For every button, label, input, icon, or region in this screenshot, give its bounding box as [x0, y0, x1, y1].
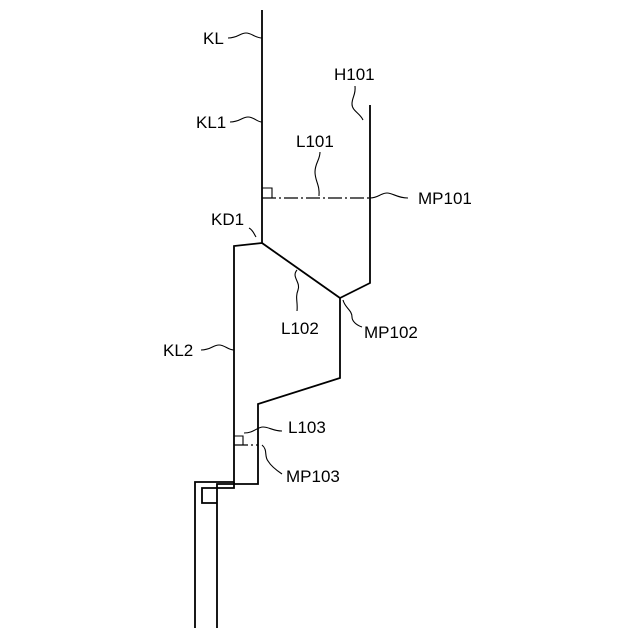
outline-mp102-to-mp103: [217, 298, 340, 628]
leader-kl1: [230, 117, 262, 122]
leader-l101: [315, 152, 320, 196]
leader-mp101: [370, 193, 408, 198]
leader-mp103: [262, 445, 282, 474]
outline-kl2-left: [195, 243, 262, 628]
outline-h101: [340, 105, 370, 298]
label-mp103: MP103: [286, 467, 340, 486]
leader-l103: [244, 427, 282, 433]
leader-kl: [228, 33, 262, 38]
label-kl1: KL1: [196, 113, 226, 132]
right-angle-mark-l101: [262, 188, 272, 198]
leader-kl2: [201, 345, 234, 350]
label-h101: H101: [334, 65, 375, 84]
leader-h101: [352, 86, 363, 120]
label-kl2: KL2: [163, 341, 193, 360]
label-kd1: KD1: [211, 210, 244, 229]
outline-inner-step: [202, 482, 234, 503]
leader-l102: [295, 270, 299, 311]
leader-kd1: [249, 228, 256, 237]
label-l101: L101: [296, 132, 334, 151]
leader-mp102: [343, 300, 362, 327]
label-l102: L102: [281, 319, 319, 338]
label-kl: KL: [203, 29, 224, 48]
right-angle-mark-l103: [234, 436, 243, 445]
label-mp102: MP102: [364, 323, 418, 342]
label-mp101: MP101: [418, 189, 472, 208]
label-l103: L103: [288, 418, 326, 437]
